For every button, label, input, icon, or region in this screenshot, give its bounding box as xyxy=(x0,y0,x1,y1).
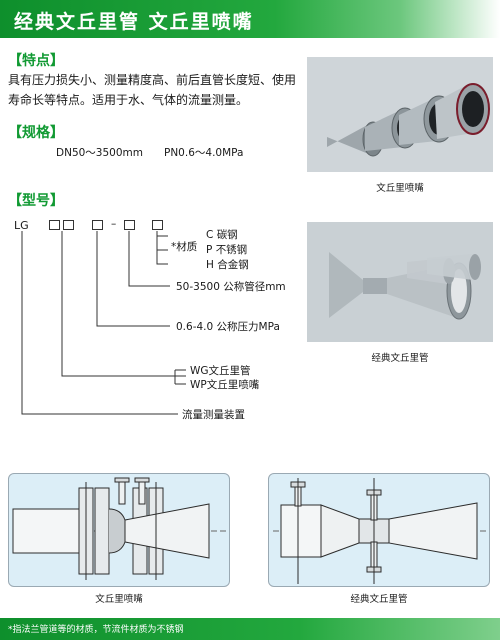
material-code: C xyxy=(206,229,214,241)
features-line-1: 具有压力损失小、测量精度高、前后直管长度短、使用 xyxy=(8,73,297,87)
material-option-alloy: H 合金钢 xyxy=(206,257,249,272)
header-banner: 经典文丘里管 文丘里喷嘴 xyxy=(0,0,500,38)
page-title: 经典文丘里管 文丘里喷嘴 xyxy=(14,11,254,33)
diameter-option: 50-3500 公称管径mm xyxy=(176,281,286,293)
code-dash: – xyxy=(111,218,117,230)
venturi-nozzle-photo xyxy=(307,57,493,172)
material-name: 碳钢 xyxy=(216,229,238,241)
features-heading: 【特点】 xyxy=(8,53,64,69)
material-code: H xyxy=(206,259,214,271)
right-diagram-caption: 经典文丘里管 xyxy=(350,594,408,605)
material-code: P xyxy=(206,244,213,256)
pressure-option: 0.6-4.0 公称压力MPa xyxy=(176,321,280,333)
code-box-diameter xyxy=(124,220,135,230)
material-option-carbon: C 碳钢 xyxy=(206,227,238,242)
classic-venturi-diagram xyxy=(268,473,490,587)
code-box-pressure xyxy=(92,220,103,230)
code-box-material xyxy=(152,220,163,230)
spec-size-range: DN50～3500mm xyxy=(56,147,143,159)
model-heading: 【型号】 xyxy=(8,193,64,209)
footer-note: *指法兰管道等的材质，节流件材质为不锈钢 xyxy=(8,625,184,635)
material-option-stainless: P 不锈钢 xyxy=(206,242,247,257)
model-prefix: LG xyxy=(14,219,29,232)
material-name: 不锈钢 xyxy=(215,244,248,256)
device-label: 流量测量装置 xyxy=(182,409,245,421)
bottom-photo-caption: 经典文丘里管 xyxy=(371,353,429,364)
type-option-wp: WP文丘里喷嘴 xyxy=(190,379,260,391)
type-option-wg: WG文丘里管 xyxy=(190,365,251,377)
code-box-type-1 xyxy=(49,220,60,230)
features-line-2: 寿命长等特点。适用于水、气体的流量测量。 xyxy=(8,93,249,107)
classic-venturi-photo xyxy=(307,222,493,342)
material-name: 合金钢 xyxy=(217,259,249,271)
material-label: *材质 xyxy=(171,241,198,253)
venturi-nozzle-diagram xyxy=(8,473,230,587)
left-diagram-caption: 文丘里喷嘴 xyxy=(95,594,143,605)
code-box-type-2 xyxy=(63,220,74,230)
footer-bar: *指法兰管道等的材质，节流件材质为不锈钢 xyxy=(0,618,500,640)
top-photo-caption: 文丘里喷嘴 xyxy=(376,183,424,194)
spec-pressure-range: PN0.6～4.0MPa xyxy=(164,147,244,159)
specs-heading: 【规格】 xyxy=(8,125,64,141)
